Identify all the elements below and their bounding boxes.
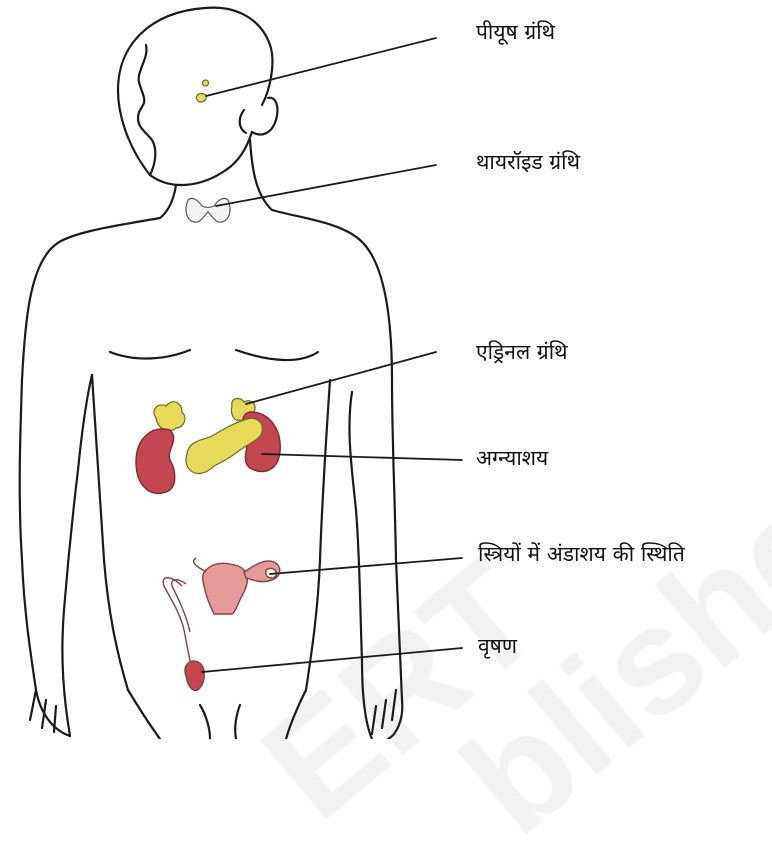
- label-testis: वृषण: [478, 636, 517, 657]
- face-profile: [138, 45, 155, 175]
- left-kidney: [136, 429, 175, 493]
- leader-line-pituitary: [206, 38, 436, 96]
- leader-line-testis: [202, 648, 462, 672]
- testis: [185, 661, 204, 690]
- right-hip-line: [286, 690, 306, 739]
- left-inner-arm: [62, 375, 92, 736]
- label-pituitary-gland: पीयूष ग्रंथि: [476, 22, 555, 43]
- inner-leg-left: [200, 705, 210, 739]
- left-adrenal-gland: [154, 402, 185, 431]
- leader-line-thyroid: [216, 165, 436, 206]
- leader-line-ovary: [270, 558, 462, 574]
- uterus: [203, 563, 248, 614]
- right-hand-fingers: [372, 690, 396, 734]
- thyroid-gland: [186, 198, 230, 222]
- neck-left: [160, 185, 176, 218]
- ear-detail: [240, 110, 246, 133]
- chest-line-left: [110, 350, 190, 359]
- torso-left-side: [92, 375, 128, 690]
- left-hip-line: [128, 690, 160, 739]
- torso-right-side: [306, 380, 330, 690]
- left-fallopian-tube: [194, 558, 206, 572]
- inner-leg-right: [235, 705, 240, 739]
- leader-line-pancreas: [262, 454, 462, 460]
- label-adrenal-gland: एड्रिनल ग्रंथि: [476, 342, 568, 363]
- chest-line-right: [236, 350, 318, 360]
- label-pancreas: अग्न्याशय: [476, 448, 548, 469]
- endocrine-diagram: ERT blished: [0, 0, 772, 739]
- label-ovary-position: स्त्रियों में अंडाशय की स्थिति: [478, 544, 685, 565]
- pituitary-gland: [196, 80, 208, 102]
- label-thyroid-gland: थायरॉइड ग्रंथि: [476, 152, 580, 173]
- jaw-line: [150, 132, 252, 185]
- body-figure: [0, 0, 772, 739]
